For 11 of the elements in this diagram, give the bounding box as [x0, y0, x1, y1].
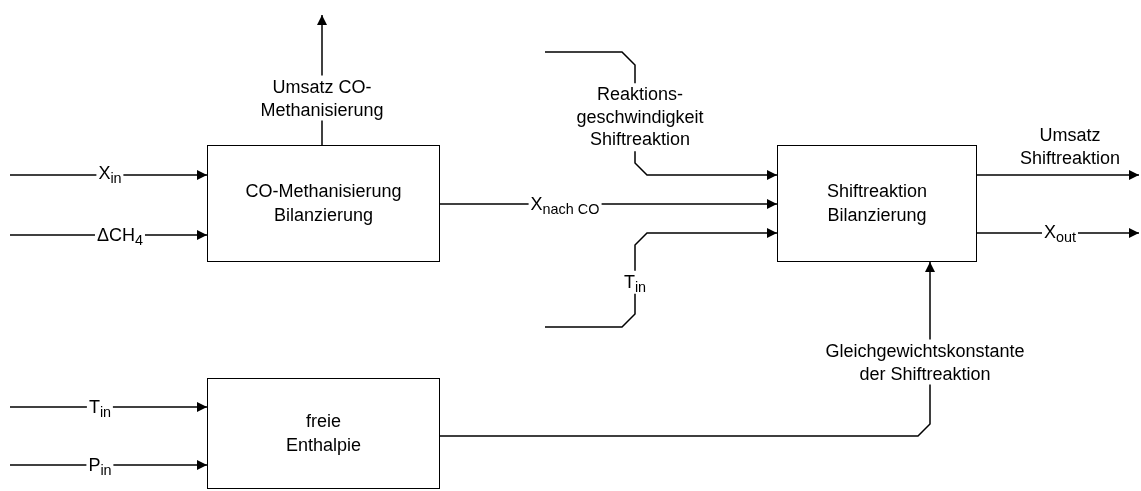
arrow	[439, 261, 935, 437]
box-label: CO-Methanisierung Bilanzierung	[244, 180, 403, 227]
process-box	[777, 145, 977, 262]
process-box	[207, 145, 440, 262]
box-label: Shiftreaktion Bilanzierung	[825, 180, 929, 227]
arrow	[544, 228, 778, 328]
box-label: freie Enthalpie	[284, 410, 363, 457]
process-box	[207, 378, 440, 489]
arrow	[976, 170, 1140, 180]
arrow	[9, 402, 208, 412]
edge-label: T$_{in}$	[621, 270, 649, 294]
